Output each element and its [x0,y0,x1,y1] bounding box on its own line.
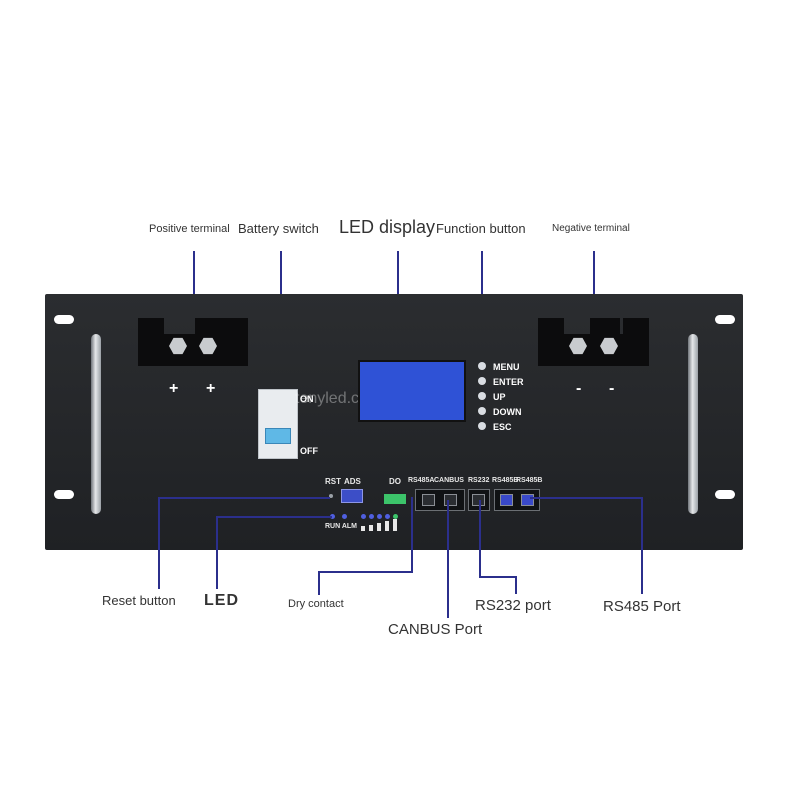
rs485b-label: RS485B [516,477,543,484]
port-jack [472,494,485,506]
esc-button[interactable] [478,422,486,430]
rs485-port-label: RS485 Port [603,598,681,615]
rs485a-canbus-port[interactable] [415,489,465,511]
positive-terminal-base [138,334,248,366]
esc-button-label: ESC [493,422,512,432]
reset-button-label: Reset button [102,593,176,608]
down-button-label: DOWN [493,407,522,417]
port-jack [422,494,435,506]
mount-hole [54,315,74,324]
menu-button[interactable] [478,362,486,370]
soc-bar [369,525,373,531]
dry-contact-connector[interactable] [384,494,406,504]
led-line [216,516,218,589]
do-label: DO [389,477,401,486]
positive-bolt-icon [169,337,187,355]
rs232-port-line [479,500,481,578]
positive-bolt-icon [199,337,217,355]
reset-button-line [158,497,330,499]
run-led [330,514,335,519]
rs485-port-line [641,497,643,594]
down-button[interactable] [478,407,486,415]
led-line [216,516,332,518]
soc-bar [377,523,381,531]
soc-bar [361,526,365,531]
soc-bar [393,519,397,531]
dry-contact-line [318,571,413,573]
battery-switch-label: Battery switch [238,221,319,236]
rs485a-label: RS485A [408,477,435,484]
soc-bar [385,521,389,531]
mount-hole [715,490,735,499]
soc-led [393,514,398,519]
battery-switch-housing [258,389,298,459]
negative-sign: - [576,380,582,397]
ads-dip-switch[interactable] [341,489,363,503]
battery-front-panel: + + - - ON OFF tenyled.com MENU ENTER UP… [45,294,743,550]
battery-switch-toggle[interactable] [265,428,291,444]
port-jack [521,494,534,506]
positive-terminal-label: Positive terminal [149,223,230,235]
dry-contact-line [318,571,320,595]
switch-on-label: ON [300,394,314,404]
left-handle[interactable] [91,334,101,514]
rs485b-port[interactable] [494,489,540,511]
canbus-port-label: CANBUS Port [388,621,483,638]
negative-bolt-icon [600,337,618,355]
mount-hole [715,315,735,324]
soc-led [369,514,374,519]
rs232-label: RS232 [468,477,490,484]
enter-button[interactable] [478,377,486,385]
reset-button[interactable] [329,494,333,498]
mount-hole [54,490,74,499]
soc-led [385,514,390,519]
led-display-label: LED display [339,217,436,237]
soc-led [361,514,366,519]
port-jack [500,494,513,506]
negative-terminal-base [538,334,649,366]
rs485b-label: RS485B [492,477,519,484]
led-label: LED [204,592,239,609]
rs232-port-label: RS232 port [475,597,551,614]
alm-led [342,514,347,519]
rst-label: RST [325,477,341,486]
run-alm-label: RUN ALM [325,523,358,530]
negative-sign: - [609,380,615,397]
function-button-label: Function button [436,221,526,236]
canbus-port-line [447,500,449,618]
menu-button-label: MENU [493,362,520,372]
dry-contact-label: Dry contact [288,598,344,610]
dry-contact-line [411,497,413,573]
up-button[interactable] [478,392,486,400]
up-button-label: UP [493,392,506,402]
canbus-label: CANBUS [434,477,464,484]
soc-led [377,514,382,519]
rs485-port-line [530,497,643,499]
rs232-port-line [515,576,517,594]
negative-terminal-label: Negative terminal [552,223,630,234]
port-jack [444,494,457,506]
switch-off-label: OFF [300,446,318,456]
led-display-screen [358,360,466,422]
enter-button-label: ENTER [493,377,524,387]
negative-terminal-line [593,251,595,327]
positive-sign: + [169,380,179,397]
right-handle[interactable] [688,334,698,514]
rs232-port-line [479,576,517,578]
negative-bolt-icon [569,337,587,355]
positive-terminal-line [193,251,195,327]
reset-button-line [158,497,160,589]
ads-label: ADS [344,477,361,486]
positive-sign: + [206,380,216,397]
